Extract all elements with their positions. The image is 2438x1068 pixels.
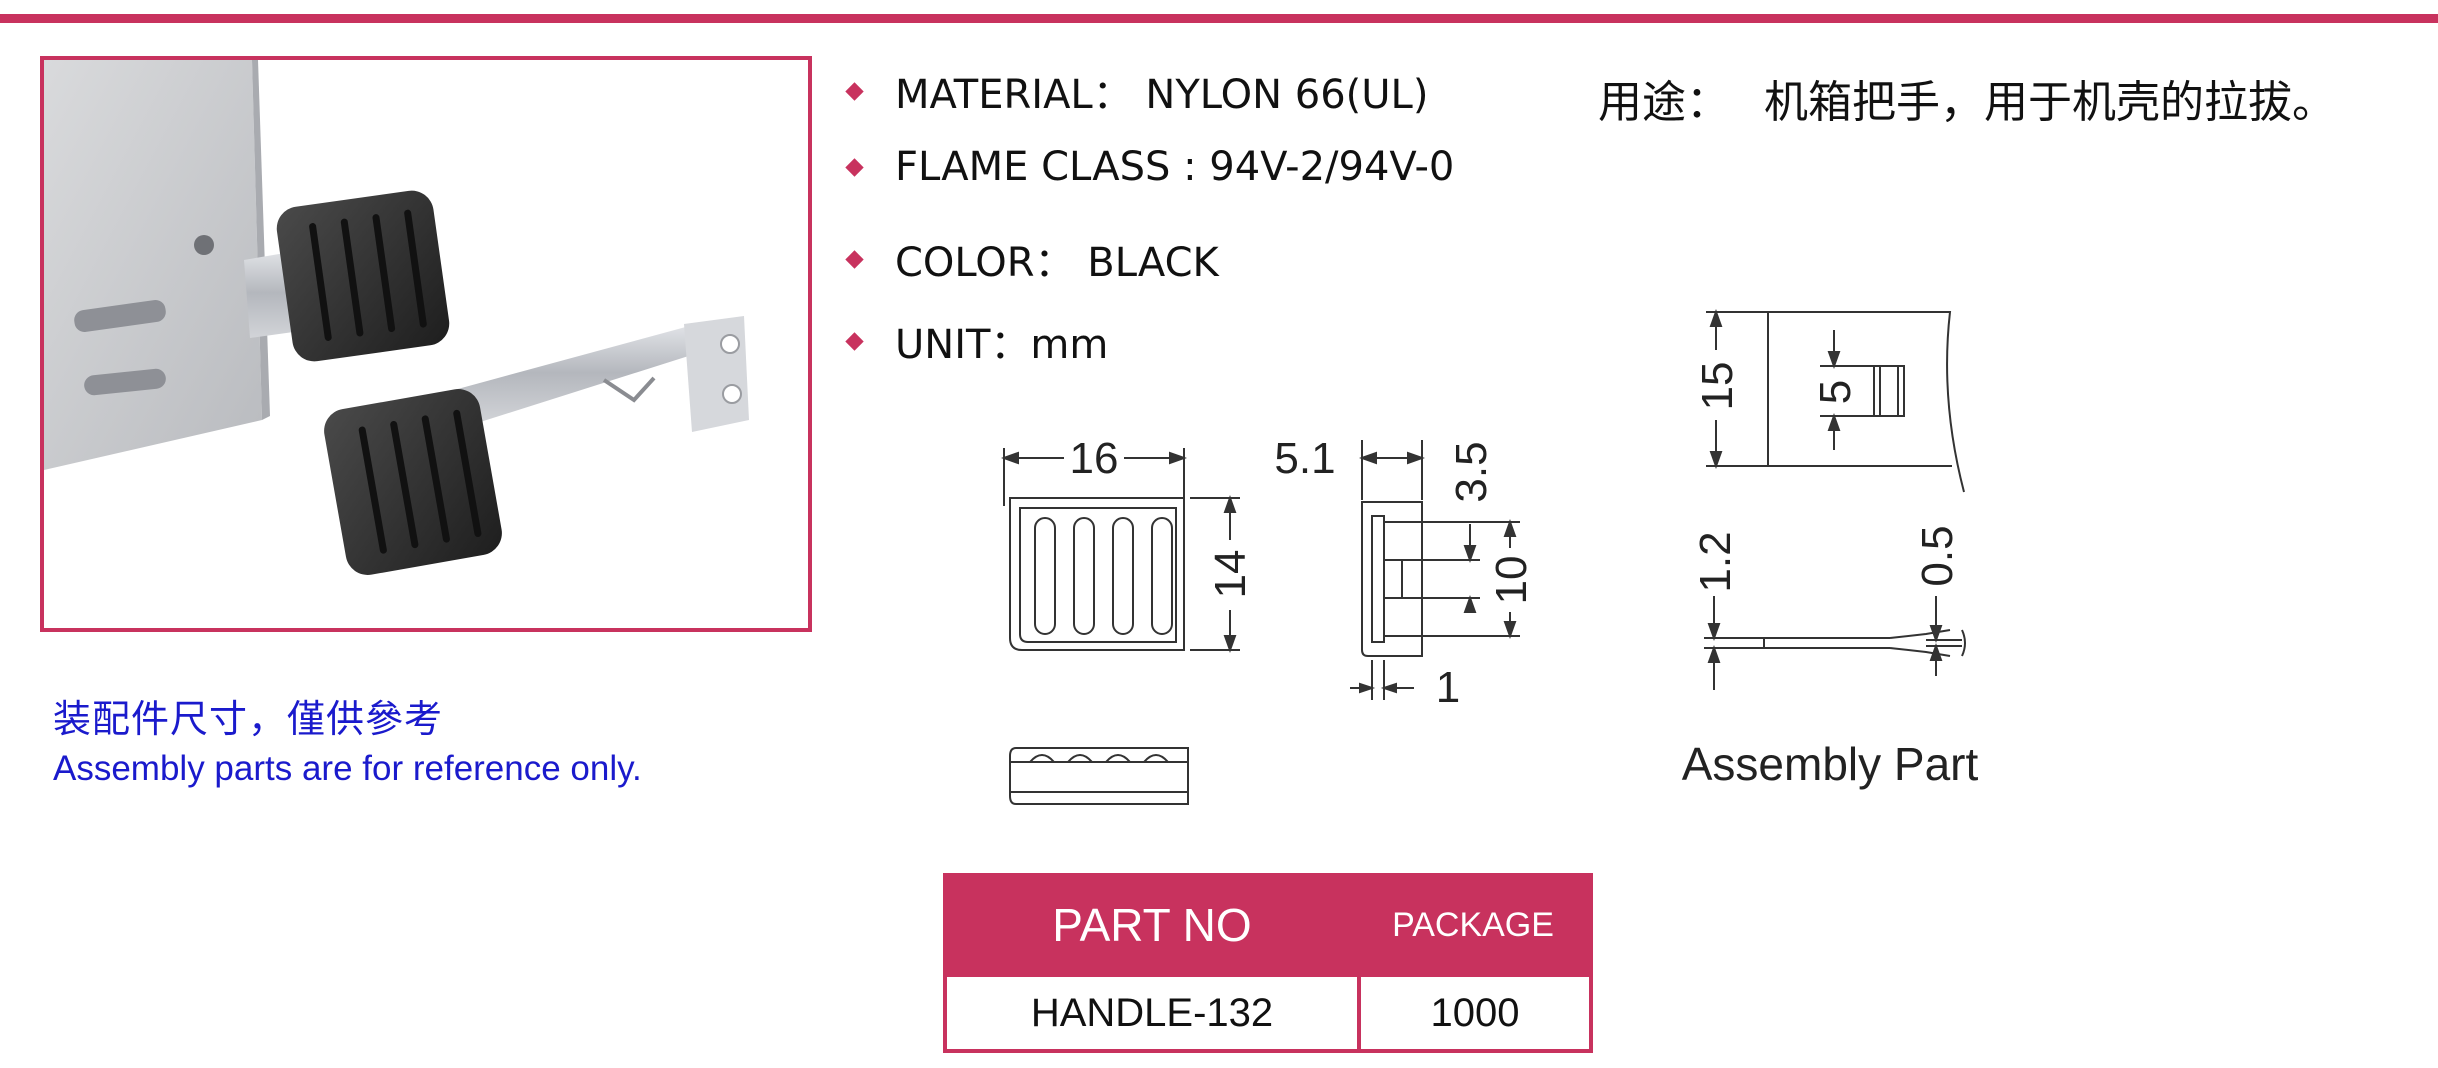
usage-label: 用途： (1598, 77, 1730, 128)
assembly-thickness-label: 1.2 (1691, 531, 1740, 592)
spec-flame-class: FLAME CLASS : 94V-2/94V-0 (845, 144, 1455, 190)
dim-depth-label: 5.1 (1274, 434, 1335, 483)
assembly-tip-label: 0.5 (1913, 525, 1962, 586)
side-view (1350, 440, 1520, 700)
cell-package: 1000 (1361, 977, 1589, 1049)
cell-part-no: HANDLE-132 (947, 977, 1357, 1049)
spec-color-text: COLOR： BLACK (895, 240, 1219, 286)
reference-note-cn: 装配件尺寸，僅供參考 (53, 697, 444, 741)
usage-text: 机箱把手，用于机壳的拉拔。 (1764, 77, 2336, 128)
product-photo-illustration (44, 60, 749, 575)
part-table-header: PART NO PACKAGE (947, 877, 1589, 973)
spec-material: MATERIAL： NYLON 66(UL) (845, 62, 1429, 120)
header-package: PACKAGE (1392, 905, 1554, 944)
dim-slot-length-label: 10 (1487, 556, 1536, 605)
bottom-view (1009, 747, 1189, 805)
product-photo (40, 56, 812, 632)
front-view (1001, 448, 1240, 653)
reference-note-en: Assembly parts are for reference only. (53, 749, 642, 788)
spec-flame-class-text: FLAME CLASS : 94V-2/94V-0 (895, 144, 1455, 190)
dim-width-label: 16 (1070, 434, 1119, 483)
assembly-view (1704, 309, 1966, 690)
assembly-caption: Assembly Part (1682, 738, 1979, 790)
spec-material-text: MATERIAL： NYLON 66(UL) (895, 72, 1429, 118)
dim-height-label: 14 (1206, 550, 1255, 599)
header-part-no: PART NO (1052, 899, 1252, 951)
part-table: PART NO PACKAGE HANDLE-132 1000 (943, 873, 1593, 1053)
top-accent-bar (0, 14, 2438, 23)
dim-slot-gap-label: 3.5 (1447, 441, 1496, 502)
assembly-height-label: 15 (1693, 362, 1742, 411)
usage-line: 用途： 机箱把手，用于机壳的拉拔。 (1598, 66, 2336, 130)
spec-unit-text: UNIT：mm (895, 322, 1109, 368)
assembly-slot-label: 5 (1811, 380, 1860, 404)
spec-unit: UNIT：mm (845, 312, 1109, 370)
spec-color: COLOR： BLACK (845, 230, 1219, 288)
dim-wall-label: 1 (1436, 663, 1460, 712)
